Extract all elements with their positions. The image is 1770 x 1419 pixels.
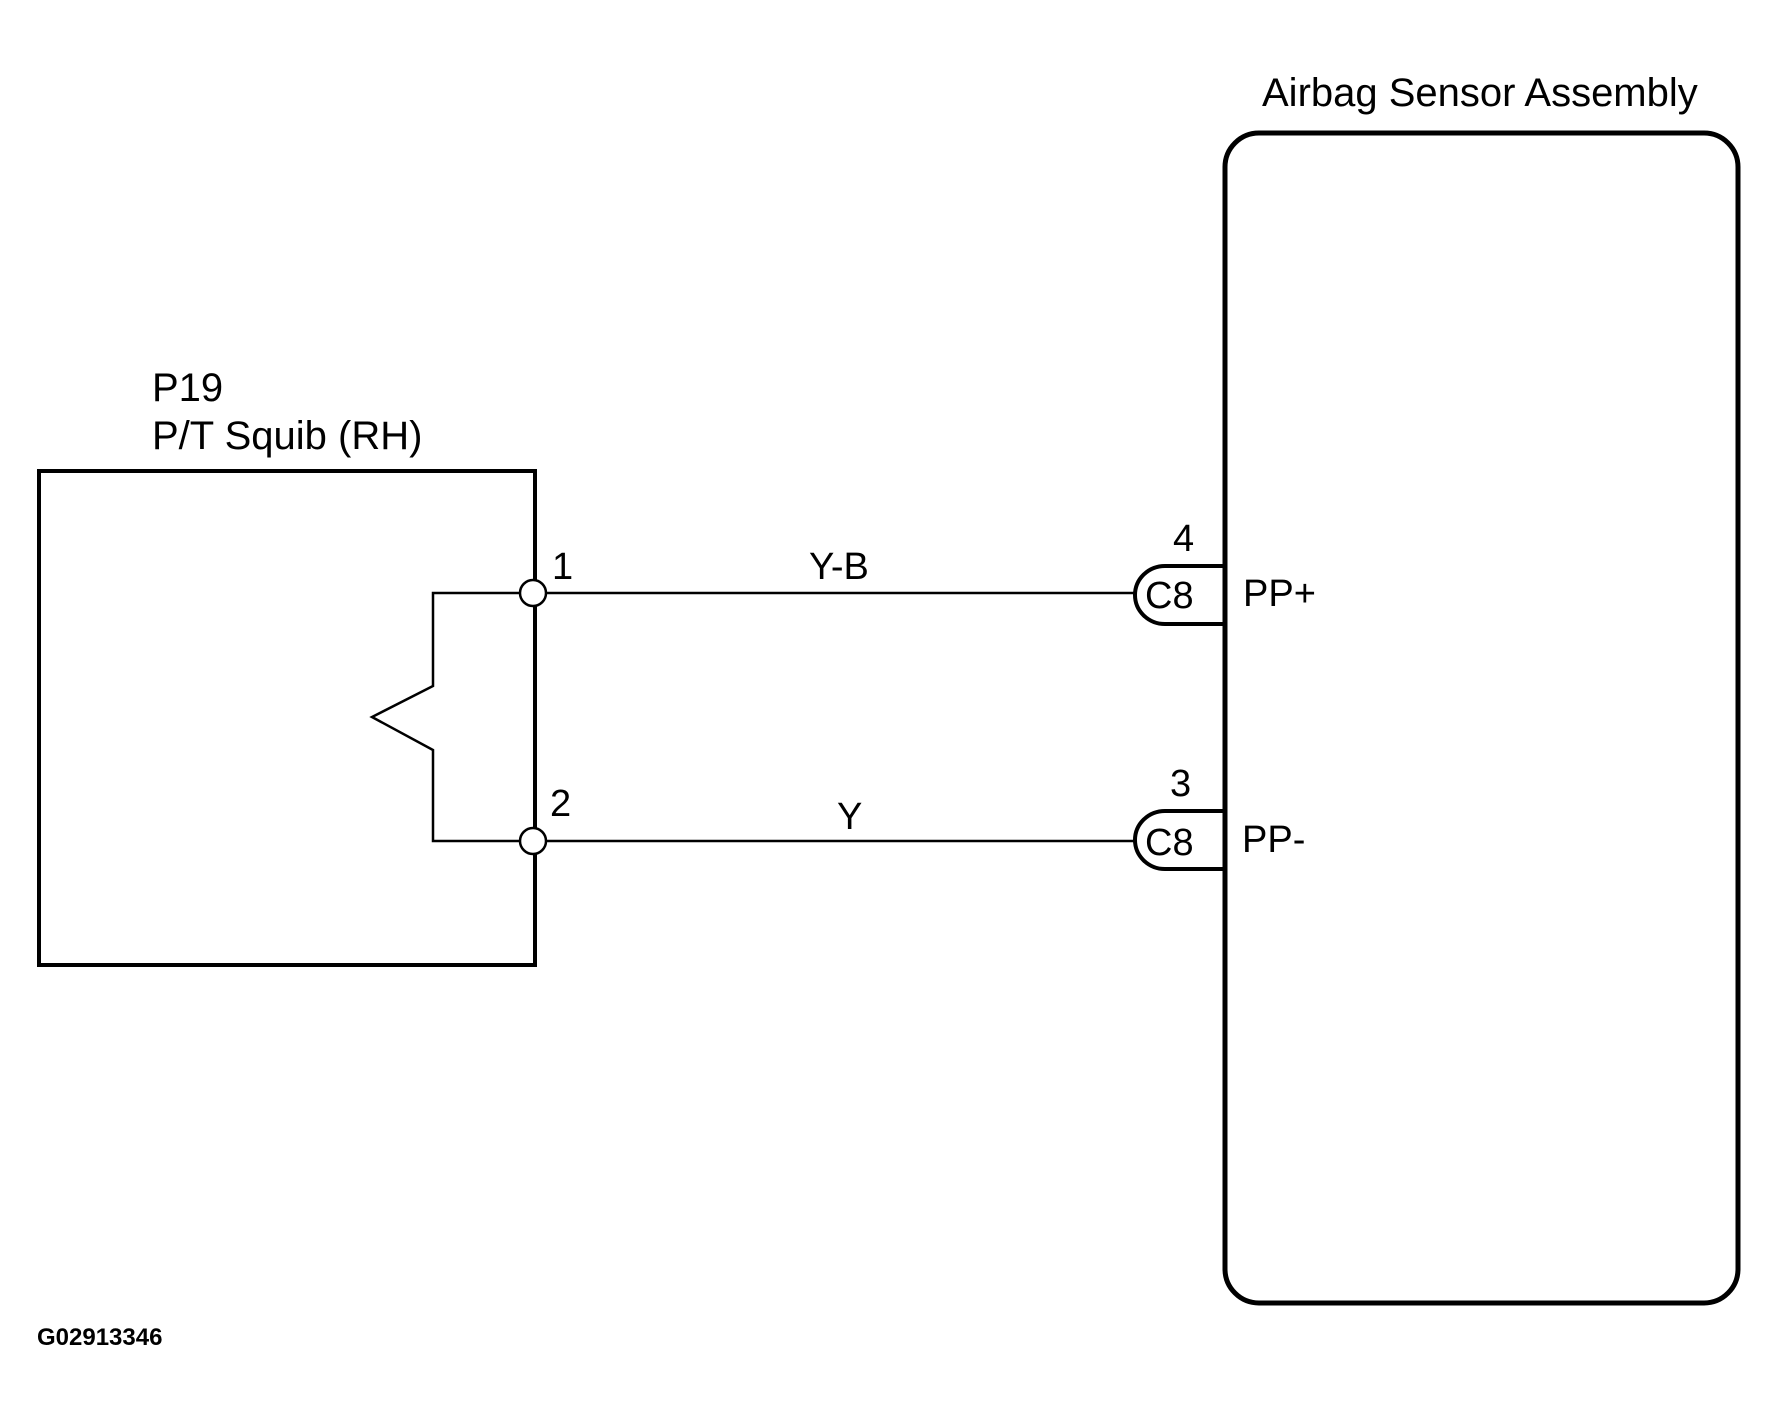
squib-body (37, 469, 537, 967)
wire-color-y: Y (837, 796, 862, 838)
squib-component: P19 P/T Squib (RH) 1 2 (37, 366, 573, 967)
signal-pp-minus: PP- (1242, 819, 1305, 861)
connector-pin-4: 4 (1173, 518, 1194, 560)
figure-code: G02913346 (37, 1324, 162, 1351)
squib-name: P/T Squib (RH) (152, 414, 422, 458)
sensor-connector-pp-minus: 3 C8 PP- (1133, 763, 1305, 871)
airbag-sensor-assembly: Airbag Sensor Assembly (1222, 71, 1741, 1306)
connector-shell (1133, 564, 1225, 626)
connector-code: C8 (1145, 822, 1194, 864)
wire-color-y-b: Y-B (809, 546, 869, 588)
connector-shell (1133, 809, 1225, 871)
terminal-circle-1 (518, 578, 548, 608)
squib-element-symbol (369, 591, 533, 843)
squib-pin-2: 2 (550, 783, 571, 825)
wire-harness: Y-B Y (546, 546, 1137, 843)
sensor-body (1222, 130, 1741, 1306)
sensor-title: Airbag Sensor Assembly (1262, 71, 1698, 115)
terminal-circle-2 (518, 826, 548, 856)
squib-connector-code: P19 (152, 366, 223, 410)
sensor-connector-pp-plus: 4 C8 PP+ (1133, 518, 1316, 626)
connector-pin-3: 3 (1170, 763, 1191, 805)
connector-code: C8 (1145, 575, 1194, 617)
squib-pin-1: 1 (552, 546, 573, 588)
signal-pp-plus: PP+ (1243, 573, 1316, 615)
